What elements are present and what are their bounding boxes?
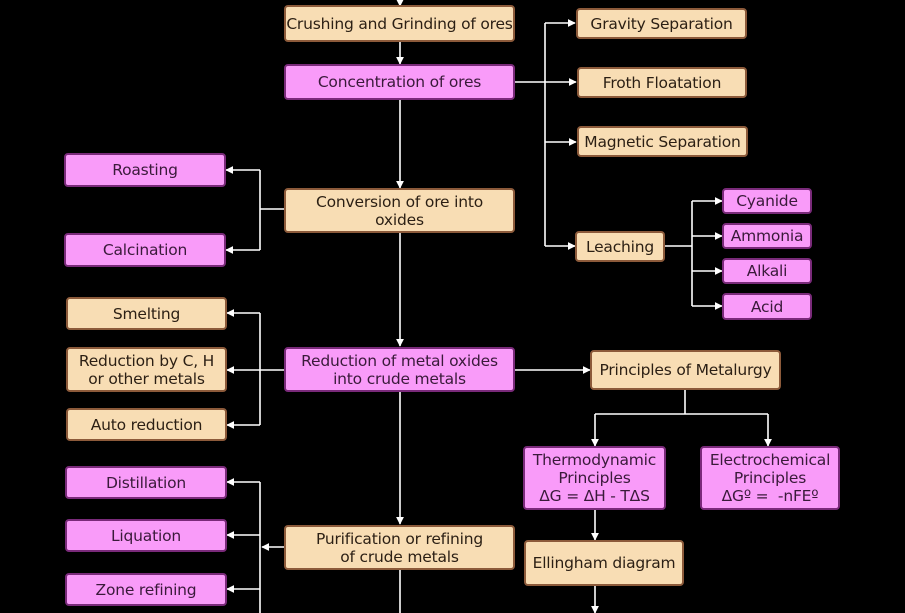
node-label: Auto reduction [90, 415, 203, 434]
node-label: Leaching [585, 237, 655, 256]
node-label: Crushing and Grinding of ores [286, 14, 513, 33]
node-label: Ammonia [730, 227, 804, 245]
node-distillation: Distillation [65, 466, 227, 499]
node-label: Magnetic Separation [584, 132, 741, 151]
node-gravity-separation: Gravity Separation [576, 8, 747, 39]
node-label: Froth Floatation [602, 73, 722, 92]
node-label: Smelting [112, 304, 181, 323]
node-froth-floatation: Froth Floatation [577, 67, 747, 98]
node-conversion: Conversion of ore into oxides [284, 188, 515, 233]
node-label: Alkali [746, 262, 788, 280]
node-label: Concentration of ores [317, 73, 482, 91]
node-electrochemical-principles: Electrochemical Principles ΔGº = -nFEº [700, 446, 840, 510]
node-label-line1: Thermodynamic [532, 451, 657, 469]
node-zone-refining: Zone refining [65, 573, 227, 606]
node-purification: Purification or refining of crude metals [284, 525, 515, 570]
node-label: Gravity Separation [590, 14, 733, 33]
node-magnetic-separation: Magnetic Separation [577, 126, 748, 157]
node-label: Ellingham diagram [532, 554, 676, 572]
node-calcination: Calcination [64, 233, 226, 267]
node-ammonia: Ammonia [722, 223, 812, 249]
node-reduction: Reduction of metal oxides into crude met… [284, 347, 515, 392]
node-acid: Acid [722, 293, 812, 320]
gibbs-equation: ΔG = ΔH - TΔS [539, 487, 650, 505]
node-label: Reduction by C, H or other metals [78, 351, 215, 388]
node-label: Calcination [102, 241, 188, 259]
node-leaching: Leaching [575, 231, 665, 262]
node-crushing: Crushing and Grinding of ores [284, 5, 515, 42]
node-label-line1: Electrochemical [709, 451, 831, 469]
node-alkali: Alkali [722, 258, 812, 284]
node-label: Principles of Metalurgy [599, 361, 772, 379]
node-cyanide: Cyanide [722, 188, 812, 214]
node-label: Reduction of metal oxides into crude met… [301, 351, 498, 388]
node-label: Distillation [105, 473, 187, 492]
node-label: Roasting [112, 161, 178, 179]
node-label: Cyanide [736, 192, 798, 210]
node-thermodynamic-principles: Thermodynamic Principles ΔG = ΔH - TΔS [523, 446, 666, 510]
node-concentration: Concentration of ores [284, 64, 515, 100]
node-reduction-by-c-h: Reduction by C, H or other metals [66, 347, 227, 392]
node-principles-of-metallurgy: Principles of Metalurgy [590, 350, 781, 390]
nernst-equation: ΔGº = -nFEº [721, 487, 819, 505]
node-label-line2: Principles [558, 469, 631, 487]
node-label: Conversion of ore into oxides [316, 192, 483, 229]
node-label-line2: Principles [733, 469, 807, 487]
node-roasting: Roasting [64, 153, 226, 187]
node-label: Purification or refining of crude metals [315, 529, 484, 566]
node-smelting: Smelting [66, 297, 227, 330]
node-ellingham-diagram: Ellingham diagram [524, 540, 684, 586]
node-label: Zone refining [95, 580, 197, 599]
node-auto-reduction: Auto reduction [66, 408, 227, 441]
node-liquation: Liquation [65, 519, 227, 552]
node-label: Acid [750, 297, 784, 316]
node-label: Liquation [111, 526, 181, 545]
